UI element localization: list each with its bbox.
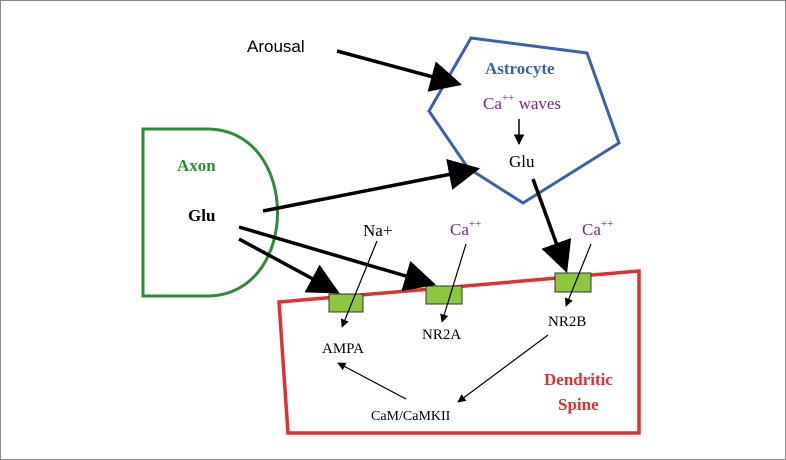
ca-to-nr2a-arrow bbox=[440, 243, 467, 323]
nr2b-label: NR2B bbox=[548, 314, 586, 330]
kinase-label: CaM/CaMKII bbox=[371, 409, 451, 424]
astrocyte-glu-label: Glu bbox=[509, 152, 535, 171]
ampa-label: AMPA bbox=[322, 341, 364, 357]
ca-to-nr2b-arrow bbox=[564, 243, 592, 307]
dendritic-spine-outline bbox=[277, 269, 641, 435]
astrocyte-ca-waves: Ca++ waves bbox=[483, 92, 561, 113]
axon-terminal-outline bbox=[141, 127, 279, 298]
nr2a-label: NR2A bbox=[422, 327, 461, 343]
axon-title: Axon bbox=[177, 156, 216, 175]
arousal-label: Arousal bbox=[247, 37, 305, 56]
arousal-arrow bbox=[336, 49, 463, 92]
calcium-label-nr2b: Ca++ bbox=[582, 218, 613, 239]
dendritic-spine-label-line2: Spine bbox=[558, 395, 599, 414]
axon-glu-label: Glu bbox=[188, 206, 215, 225]
axon-to-astrocyte-arrow bbox=[262, 159, 481, 213]
glu-to-ampa-arrow bbox=[238, 237, 340, 294]
glu-to-nr2a-arrow bbox=[238, 225, 437, 292]
sodium-label: Na+ bbox=[363, 221, 392, 240]
astrocyte-outline bbox=[427, 36, 621, 205]
astrocyte-glu-to-nr2b-arrow bbox=[531, 178, 572, 273]
nr2b-to-kinase-arrow bbox=[457, 334, 549, 403]
calcium-label-nr2a: Ca++ bbox=[450, 218, 481, 239]
nr2a-receptor bbox=[425, 285, 463, 305]
nr2b-receptor bbox=[554, 272, 592, 293]
astrocyte-title: Astrocyte bbox=[485, 59, 555, 78]
kinase-to-ampa-arrow bbox=[337, 362, 407, 400]
dendritic-spine-label-line1: Dendritic bbox=[544, 370, 613, 389]
na-to-ampa-arrow bbox=[340, 240, 378, 328]
ampa-receptor bbox=[328, 293, 364, 313]
